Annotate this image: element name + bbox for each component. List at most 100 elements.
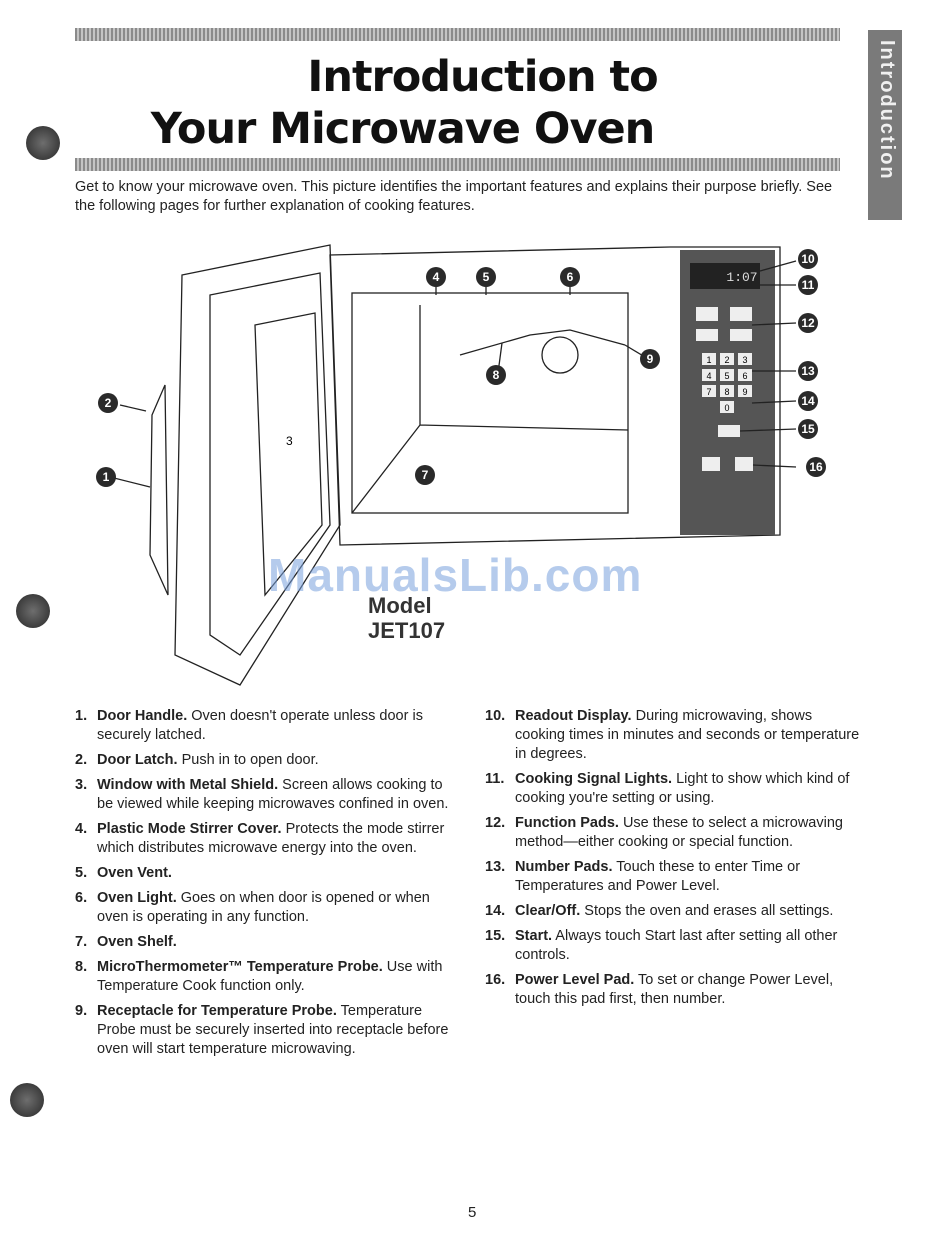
feature-term: Door Handle. (97, 708, 188, 724)
callout-number: 6 (567, 270, 574, 284)
intro-paragraph: Get to know your microwave oven. This pi… (75, 179, 833, 214)
feature-item: 6. Oven Light. Goes on when door is opene… (75, 889, 450, 927)
callout-marker: 16 (806, 457, 826, 477)
number-pad-label: 7 (706, 387, 711, 397)
feature-term: Door Latch. (97, 752, 178, 768)
feature-item: 7.Oven Shelf. (75, 933, 450, 952)
feature-number: 11. (485, 771, 505, 787)
feature-term: Oven Light. (97, 890, 177, 906)
callout-number: 2 (105, 396, 112, 410)
feature-number: 6. (75, 890, 88, 906)
model-label: Model JET107 (368, 593, 445, 643)
page-title-line2: Your Microwave Oven (150, 104, 656, 154)
callout-number: 1 (103, 470, 110, 484)
feature-description: Light to show which kind of cooking you'… (515, 771, 850, 806)
number-pad-label: 1 (706, 355, 711, 365)
feature-description: Goes on when door is opened or when oven… (97, 890, 430, 925)
number-pad-label: 6 (742, 371, 747, 381)
number-pad-label: 3 (742, 355, 747, 365)
feature-number: 3. (75, 777, 88, 793)
callout-number: 5 (483, 270, 490, 284)
number-pad (720, 369, 734, 381)
binder-hole-icon (16, 594, 50, 628)
number-pad-label: 4 (706, 371, 711, 381)
callout-marker: 9 (640, 349, 660, 369)
watermark: ManualsLib.com (268, 549, 643, 601)
feature-item: 16. Power Level Pad. To set or change Pow… (485, 971, 865, 1009)
callout-number: 12 (801, 316, 815, 330)
callout-marker: 7 (415, 465, 435, 485)
oven-cavity (351, 292, 629, 514)
side-tab-label: Introduction (876, 40, 898, 181)
feature-description: Use these to select a microwaving method… (515, 815, 843, 850)
callout-number: 14 (801, 394, 815, 408)
callout-marker: 4 (426, 267, 446, 287)
feature-item: 9.Receptacle for Temperature Probe. Temp… (75, 1002, 450, 1059)
feature-description: During microwaving, shows cooking times … (515, 708, 860, 762)
number-pad (702, 385, 716, 397)
feature-term: Readout Display. (515, 708, 632, 724)
model-number: JET107 (368, 618, 446, 643)
number-pad-label: 8 (724, 387, 729, 397)
feature-term: Power Level Pad. (515, 972, 635, 988)
feature-description: Protects the mode stirrer which distribu… (97, 821, 445, 856)
feature-item: 11. Cooking Signal Lights. Light to show … (485, 770, 865, 808)
callout-marker: 5 (476, 267, 496, 287)
callout-marker: 8 (486, 365, 506, 385)
callout-number: 4 (433, 270, 440, 284)
feature-number: 15. (485, 928, 506, 944)
feature-number: 14. (485, 903, 506, 919)
number-pad-label: 2 (724, 355, 729, 365)
feature-item: 1.Door Handle. Oven doesn't operate unle… (75, 707, 450, 745)
callout-number: 13 (801, 364, 815, 378)
number-pad (738, 353, 752, 365)
callout-marker: 11 (798, 275, 818, 295)
feature-term: Plastic Mode Stirrer Cover. (97, 821, 282, 837)
page-title-line1: Introduction to (307, 52, 658, 102)
feature-description: Stops the oven and erases all settings. (580, 903, 834, 919)
feature-number: 12. (485, 815, 506, 831)
probe-coil (541, 336, 579, 374)
number-pad (702, 353, 716, 365)
door-window (254, 312, 323, 597)
header-band-top (75, 28, 840, 41)
feature-item: 12. Function Pads. Use these to select a … (485, 814, 865, 852)
feature-item: 13. Number Pads. Touch these to enter Tim… (485, 858, 865, 896)
feature-description: Temperature Probe must be securely inser… (97, 1003, 449, 1057)
temperature-probe (459, 329, 626, 356)
callout-number: 10 (801, 252, 815, 266)
cavity-back-edges (351, 305, 629, 514)
callout-number: 9 (647, 352, 654, 366)
callout-marker: 1 (96, 467, 116, 487)
feature-description: Touch these to enter Time or Temperature… (515, 859, 801, 894)
feature-term: Oven Shelf. (97, 934, 177, 950)
feature-term: Cooking Signal Lights. (515, 771, 673, 787)
feature-term: Oven Vent. (97, 865, 172, 881)
feature-description: Always touch Start last after setting al… (515, 928, 838, 963)
feature-number: 13. (485, 859, 506, 875)
callout-number: 11 (802, 278, 815, 292)
start-pad (718, 425, 740, 437)
feature-item: 14.Clear/Off. Stops the oven and erases … (485, 902, 865, 921)
callout-marker: 6 (560, 267, 580, 287)
oven-door (174, 244, 341, 686)
feature-description: Push in to open door. (177, 752, 319, 768)
number-pad (720, 401, 734, 413)
feature-term: Number Pads. (515, 859, 613, 875)
number-pad-label: 9 (742, 387, 747, 397)
number-pad (720, 385, 734, 397)
feature-number: 1. (75, 708, 88, 724)
callout-number: 15 (801, 422, 815, 436)
readout-display (690, 263, 760, 289)
number-pad (738, 369, 752, 381)
feature-term: Start. (515, 928, 553, 944)
feature-description: To set or change Power Level, touch this… (515, 972, 834, 1007)
feature-number: 16. (485, 972, 506, 988)
feature-number: 5. (75, 865, 88, 881)
feature-number: 8. (75, 959, 88, 975)
features-list-right: 10.Readout Display. During microwaving, … (485, 707, 865, 1015)
number-pad (720, 353, 734, 365)
number-pad (702, 369, 716, 381)
feature-term: Function Pads. (515, 815, 619, 831)
